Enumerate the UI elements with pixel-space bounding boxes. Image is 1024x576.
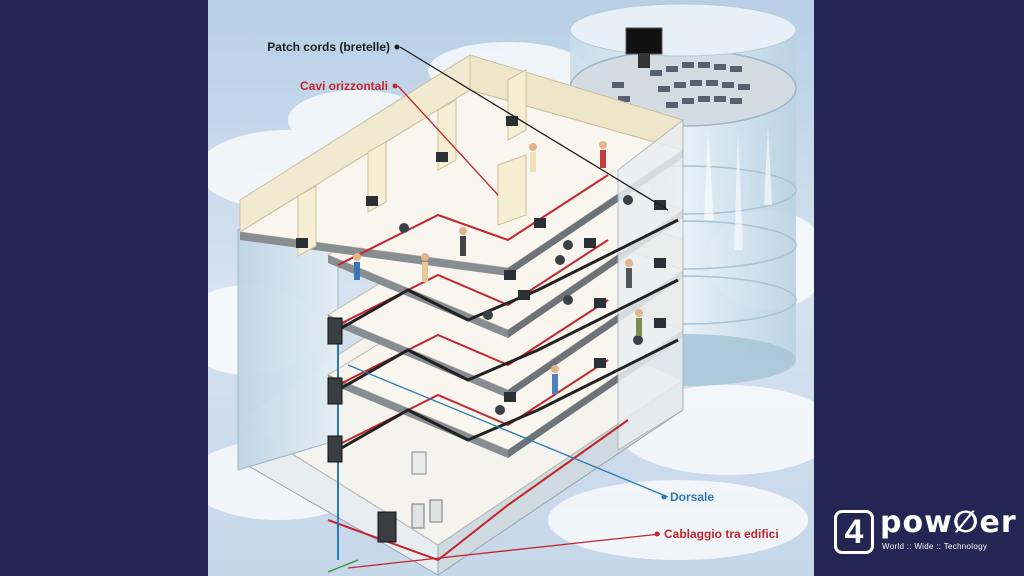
video-screen-icon bbox=[625, 27, 663, 68]
conference-desks bbox=[612, 62, 750, 108]
label-cavi-orizzontali: Cavi orizzontali bbox=[300, 79, 388, 93]
label-dorsale: Dorsale bbox=[670, 490, 714, 504]
right-wall bbox=[617, 118, 684, 451]
logo-wordmark: pow∅er bbox=[880, 505, 1017, 540]
brand-logo: 4 pow∅er World :: Wide :: Technology bbox=[826, 506, 1016, 562]
server-rack-icon bbox=[327, 317, 443, 543]
leader-lines bbox=[327, 46, 669, 573]
network-cabling-diagram: Patch cords (bretelle) Cavi orizzontali … bbox=[208, 0, 814, 576]
label-cablaggio: Cablaggio tra edifici bbox=[664, 527, 779, 541]
logo-mark: 4 bbox=[834, 510, 874, 554]
backbone-wiring bbox=[337, 218, 679, 452]
leader-dots bbox=[392, 44, 667, 537]
chair-icon bbox=[399, 195, 643, 415]
logo-tagline: World :: Wide :: Technology bbox=[882, 542, 988, 551]
label-patch-cords: Patch cords (bretelle) bbox=[267, 40, 390, 54]
person-icon bbox=[353, 141, 643, 394]
